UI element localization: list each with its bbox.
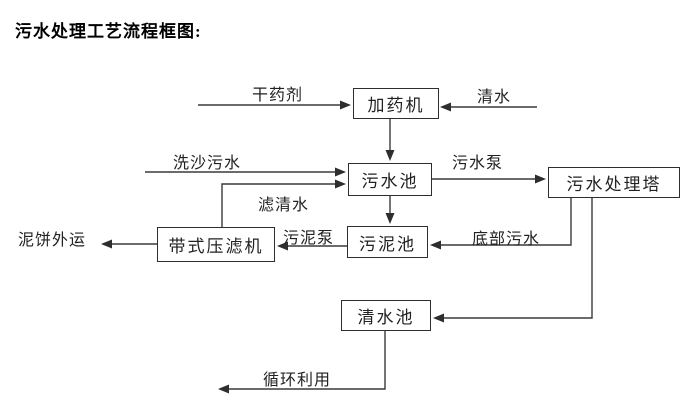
node-dosing-machine-label: 加药机: [367, 96, 425, 115]
edge-label-bottom-sewage: 底部污水: [472, 231, 541, 248]
node-belt-filter-press-label: 带式压滤机: [168, 237, 264, 256]
edge-label-clean-water: 清水: [477, 89, 512, 106]
edge-bottom-sewage-to-sludge-pool: [430, 198, 572, 250]
node-sludge-pool-label: 污泥池: [359, 234, 416, 254]
edge-label-sludge-pump: 污泥泵: [283, 230, 335, 247]
node-treatment-tower: 污水处理塔: [548, 167, 680, 198]
edge-label-mud-cake-outbound: 泥饼外运: [18, 232, 87, 249]
edge-label-dry-chemical: 干药剂: [252, 87, 304, 104]
node-clean-water-pool: 清水池: [341, 300, 431, 331]
edge-label-sand-washing-sewage: 洗沙污水: [173, 155, 242, 172]
edge-tower-to-clean-water-pool: [433, 198, 593, 323]
node-treatment-tower-label: 污水处理塔: [566, 175, 662, 194]
edge-recycle-use: [218, 331, 386, 394]
edge-label-sewage-pump: 污水泵: [452, 155, 504, 172]
edge-label-recycle-use: 循环利用: [263, 372, 332, 389]
node-sewage-pool: 污水池: [348, 163, 432, 196]
edge-label-filtered-water: 滤清水: [258, 197, 310, 214]
node-belt-filter-press: 带式压滤机: [157, 227, 275, 262]
node-dosing-machine: 加药机: [353, 88, 439, 119]
page-title: 污水处理工艺流程框图:: [15, 22, 202, 41]
node-sludge-pool: 污泥池: [347, 226, 428, 258]
edge-filtered-water-to-sewage-pool: [221, 179, 346, 227]
node-clean-water-pool-label: 清水池: [357, 308, 415, 327]
node-sewage-pool-label: 污水池: [361, 172, 419, 191]
